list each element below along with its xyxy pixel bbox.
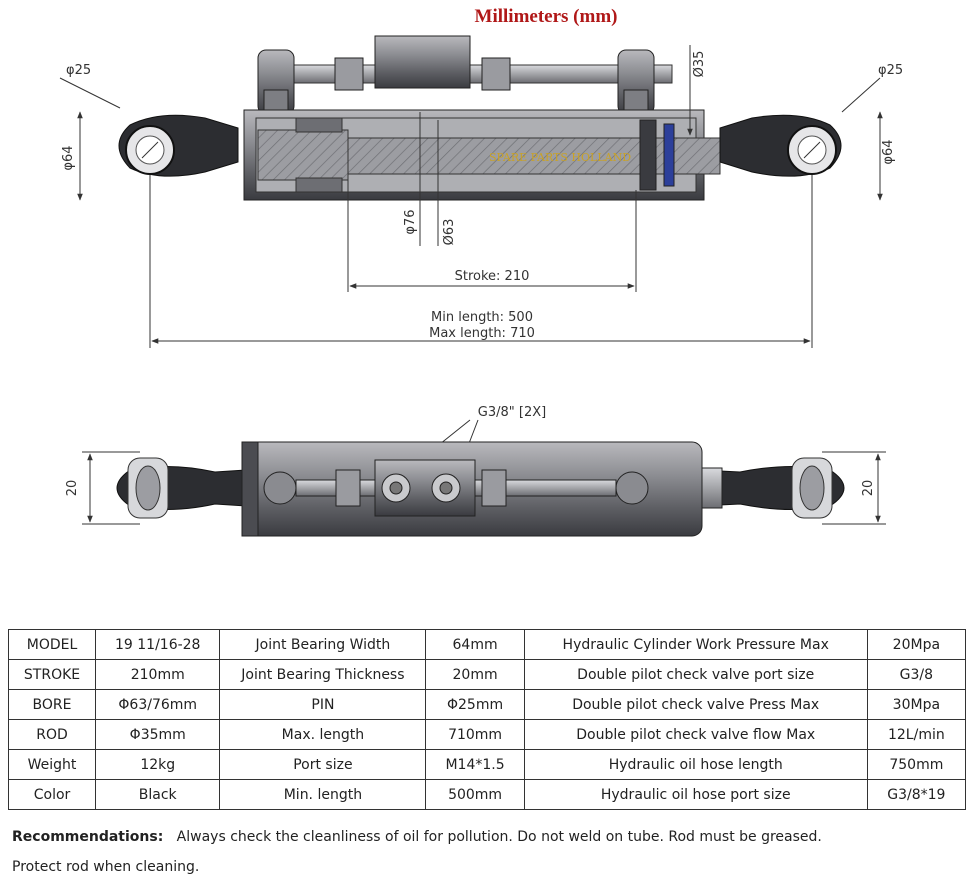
eye-pin-dia-left: φ25 [66, 63, 91, 78]
table-cell: 210mm [95, 659, 221, 690]
eye-pin-dia-right: φ25 [878, 63, 903, 78]
table-cell: ROD [7, 719, 97, 750]
table-cell: 30Mpa [866, 689, 967, 720]
table-cell: Joint Bearing Thickness [219, 659, 427, 690]
table-cell: PIN [219, 689, 427, 720]
table-cell: Max. length [219, 719, 427, 750]
eye-outer-dia-right: φ64 [881, 139, 896, 164]
table-cell: BORE [7, 689, 97, 720]
table-cell: Weight [7, 749, 97, 780]
table-cell: 20Mpa [866, 629, 967, 660]
table-cell: G3/8*19 [866, 779, 967, 810]
rod-dia: Ø35 [692, 51, 707, 78]
watermark: SPARE PARTS HOLLAND [489, 151, 631, 164]
stroke-label: Stroke: 210 [455, 269, 530, 284]
table-cell: Color [7, 779, 97, 810]
table-cell: G3/8 [866, 659, 967, 690]
table-cell: MODEL [7, 629, 97, 660]
table-cell: STROKE [7, 659, 97, 690]
technical-drawing: Millimeters (mm) SPARE PARTS HOLLAND [59, 6, 903, 537]
port-label: G3/8" [2X] [478, 405, 546, 420]
table-cell: 12kg [95, 749, 221, 780]
valve-block [374, 35, 471, 89]
bearing-thickness-left: 20 [65, 480, 80, 497]
table-cell: Min. length [219, 779, 427, 810]
table-cell: Double pilot check valve flow Max [523, 719, 868, 750]
eye-outer-dia-left: φ64 [61, 145, 76, 170]
table-cell: 19 11/16-28 [95, 629, 221, 660]
piston-section [257, 129, 349, 181]
recommendations: Recommendations: Always check the cleanl… [12, 822, 962, 882]
table-cell: Double pilot check valve Press Max [523, 689, 868, 720]
recommendations-text-2: Protect rod when cleaning. [12, 859, 200, 875]
table-cell: Joint Bearing Width [219, 629, 427, 660]
table-cell: 710mm [425, 719, 525, 750]
table-cell: Hydraulic oil hose port size [523, 779, 868, 810]
table-cell: Port size [219, 749, 427, 780]
table-cell: 64mm [425, 629, 525, 660]
table-cell: Hydraulic Cylinder Work Pressure Max [523, 629, 868, 660]
table-cell: Φ63/76mm [95, 689, 221, 720]
table-cell: M14*1.5 [425, 749, 525, 780]
table-cell: Φ35mm [95, 719, 221, 750]
table-cell: 12L/min [866, 719, 967, 750]
recommendations-text: Always check the cleanliness of oil for … [176, 829, 822, 845]
top-view: SPARE PARTS HOLLAND φ25 φ25 φ64 φ64 Ø35 … [59, 35, 903, 348]
cylinder-bore-dia: Ø63 [442, 219, 457, 246]
cylinder-outer-dia: φ76 [403, 209, 418, 234]
min-length-label: Min length: 500 [431, 310, 533, 325]
recommendations-label: Recommendations: [12, 829, 164, 845]
table-cell: 500mm [425, 779, 525, 810]
table-cell: 20mm [425, 659, 525, 690]
side-view: G3/8" [2X] 20 20 [65, 405, 886, 537]
bearing-thickness-right: 20 [861, 480, 876, 497]
max-length-label: Max length: 710 [429, 326, 535, 341]
table-cell: 750mm [866, 749, 967, 780]
rod-section [347, 137, 721, 175]
table-cell: Double pilot check valve port size [523, 659, 868, 690]
table-cell: Hydraulic oil hose length [523, 749, 868, 780]
table-cell: Φ25mm [425, 689, 525, 720]
table-cell: Black [95, 779, 221, 810]
units-title: Millimeters (mm) [475, 6, 618, 27]
